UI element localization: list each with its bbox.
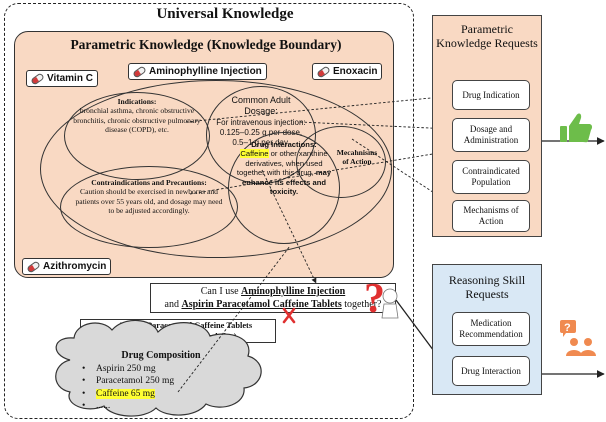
contraindications-body: Caution should be exercised in newborns … (75, 187, 223, 216)
question-suffix: together? (341, 299, 382, 310)
interactions-body-bold: may enhance its effects and toxicity. (242, 168, 332, 197)
tag-label: Aminophylline Injection (149, 66, 262, 77)
dosage-title: Common Adult Dosage: (231, 95, 291, 117)
composition-item-text: Paracetamol 250 mg (96, 376, 175, 387)
composition-item-text: ...... (96, 401, 111, 412)
reasoning-requests-title: Reasoning Skill Requests (448, 273, 526, 302)
universal-knowledge-frame (4, 3, 414, 419)
svg-text:?: ? (564, 322, 571, 334)
question-drug1: Aminophylline Injection (241, 286, 346, 297)
universal-knowledge-title: Universal Knowledge (156, 6, 294, 22)
interactions-title: Drug Interactions: (251, 140, 317, 149)
interactions-ellipse (228, 132, 340, 244)
composition-item: Paracetamol 250 mg (82, 375, 246, 387)
tag-enoxacin: Enoxacin (312, 63, 383, 80)
tag-label: Enoxacin (333, 66, 378, 77)
question-prefix: Can I use (200, 286, 242, 297)
request-medication-recommendation: Medication Recommendation (452, 312, 530, 346)
composition-item: ...... (82, 400, 246, 412)
parametric-knowledge-title: Parametric Knowledge (Knowledge Boundary… (70, 37, 342, 52)
cross-icon (282, 307, 296, 324)
drug-composition: Drug Composition Aspirin 250 mg Paraceta… (76, 350, 246, 412)
arrow-contraindication (189, 149, 452, 195)
composition-item: Caffeine 65 mg (82, 388, 246, 400)
tag-aminophylline: Aminophylline Injection (128, 63, 267, 80)
arrow-mechanisms (351, 138, 452, 205)
thumbs-up-icon (560, 113, 593, 143)
contraindications-title: Contraindications and Precautions: (91, 178, 207, 187)
composition-item-text: Aspirin 250 mg (96, 364, 156, 374)
request-mechanisms: Mechanisms of Action (452, 200, 530, 232)
request-drug-interaction: Drug Interaction (452, 356, 530, 386)
mechanisms-title: Mecahnisms of Action (336, 148, 378, 167)
tag-azithromycin: Azithromycin (22, 258, 112, 275)
arrow-indication (185, 93, 452, 123)
arrow-dosage (299, 121, 452, 132)
question-middle: and (164, 299, 182, 310)
arrow-caffeine-question (261, 169, 317, 284)
interactions-highlight: Caffeine (240, 149, 269, 159)
tag-label: Vitamin C (47, 73, 93, 84)
question-drug2: Aspirin Paracetamol Caffeine Tablets (181, 299, 342, 310)
svg-text:?: ? (364, 276, 385, 322)
question-mark-icon: ? (364, 276, 399, 322)
dashed-cloud-link (177, 245, 291, 393)
indications-body: bronchial asthma, chronic obstructive br… (73, 106, 201, 135)
tag-label: Azithromycin (43, 261, 107, 272)
request-dosage: Dosage and Administration (452, 118, 530, 152)
tag-vitamin-c: Vitamin C (26, 70, 98, 87)
person-question-icon: ? (560, 320, 596, 356)
indications-text: Indications: bronchial asthma, chronic o… (72, 97, 202, 135)
interactions-text: Drug Interactions: Caffeine or other xan… (236, 140, 332, 197)
request-drug-indication: Drug Indication (452, 80, 530, 110)
composition-list: Aspirin 250 mg Paracetamol 250 mg Caffei… (76, 363, 246, 412)
composition-item-text-highlight: Caffeine 65 mg (96, 388, 155, 399)
question-box: Can I use Aminophylline Injection and As… (150, 283, 396, 313)
knowledge-ellipse-outer (40, 80, 392, 258)
interactions-body: or other xanthine derivatives, when used… (236, 149, 328, 178)
composition-item: Aspirin 250 mg (82, 363, 246, 375)
request-contraindicated: Contraindicated Population (452, 160, 530, 194)
composition-title: Drug Composition (121, 350, 201, 361)
indications-title: Indications: (117, 97, 157, 106)
parametric-requests-title: Parametric Knowledge Requests (436, 22, 538, 51)
contraindications-text: Contraindications and Precautions: Cauti… (74, 178, 224, 216)
